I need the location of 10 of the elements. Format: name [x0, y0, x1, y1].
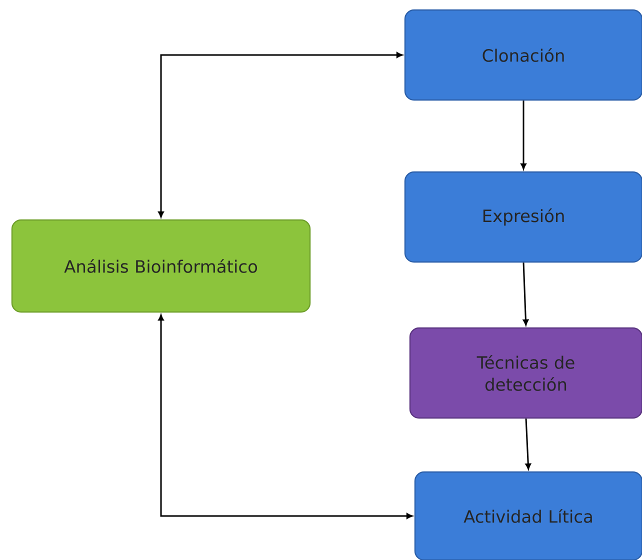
process-box: Técnicas de detección — [409, 327, 642, 419]
arrow — [158, 52, 402, 218]
arrow — [158, 314, 412, 519]
arrow — [522, 262, 529, 326]
arrow — [525, 418, 531, 470]
arrow — [520, 100, 526, 170]
process-box: Expresión — [404, 171, 642, 263]
process-box: Análisis Bioinformático — [11, 219, 311, 313]
process-box: Actividad Lítica — [414, 471, 642, 560]
process-box: Clonación — [404, 9, 642, 101]
